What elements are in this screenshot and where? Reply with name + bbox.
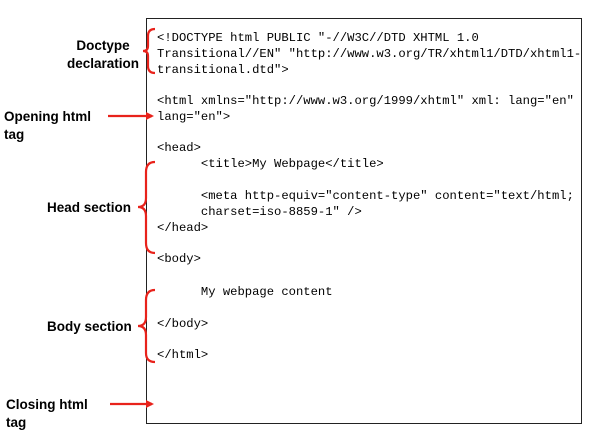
doctype-declaration-label: Doctype declaration bbox=[62, 37, 144, 73]
doctype-label-line2: declaration bbox=[66, 56, 140, 71]
code-line-title: <title>My Webpage</title> bbox=[157, 157, 384, 171]
code-line-head-close: </head> bbox=[157, 221, 209, 235]
code-line-body-open: <body> bbox=[157, 252, 201, 266]
code-line-meta-1: <meta http-equiv="content-type" content=… bbox=[157, 189, 574, 203]
opening-html-tag-label: Opening html tag bbox=[4, 109, 91, 142]
body-section-label: Body section bbox=[47, 319, 132, 334]
code-line-head-open: <head> bbox=[157, 141, 201, 155]
head-section-label: Head section bbox=[47, 200, 132, 215]
body-section-brace bbox=[137, 288, 156, 364]
code-box bbox=[146, 18, 582, 424]
code-line-html-close: </html> bbox=[157, 348, 209, 362]
code-line-html-open-1: <html xmlns="http://www.w3.org/1999/xhtm… bbox=[157, 94, 574, 108]
doctype-brace bbox=[142, 27, 156, 75]
head-section-brace bbox=[137, 160, 156, 255]
code-line-body-close: </body> bbox=[157, 317, 209, 331]
code-line-meta-2: charset=iso-8859-1" /> bbox=[157, 205, 362, 219]
code-line-body-content: My webpage content bbox=[157, 285, 333, 299]
code-line-doctype-2: Transitional//EN" "http://www.w3.org/TR/… bbox=[157, 47, 582, 61]
closing-html-tag-label: Closing html tag bbox=[6, 397, 88, 430]
doctype-label-line1: Doctype bbox=[76, 38, 130, 53]
code-line-html-open-2: lang="en"> bbox=[157, 110, 231, 124]
code-line-doctype-1: <!DOCTYPE html PUBLIC "-//W3C//DTD XHTML… bbox=[157, 31, 479, 45]
code-line-doctype-3: transitional.dtd"> bbox=[157, 63, 289, 77]
